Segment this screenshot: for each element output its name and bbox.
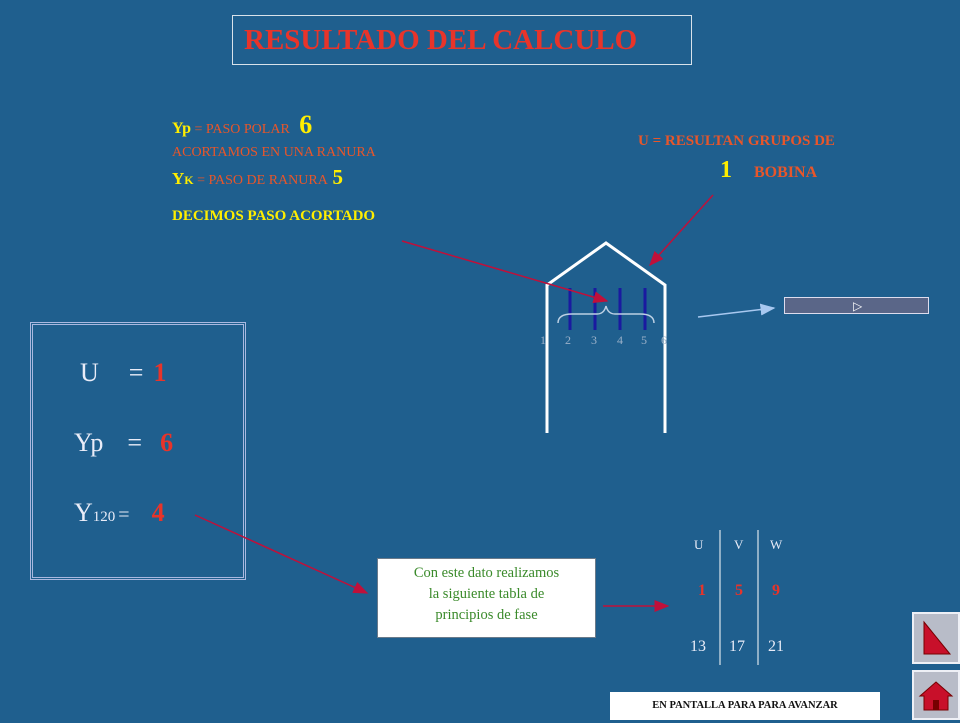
summary-y120-value: 4	[151, 498, 165, 527]
coil-frame	[545, 241, 667, 433]
summary-u-row: U = 1	[80, 358, 166, 388]
back-triangle-icon	[923, 620, 952, 655]
slot-number: 1	[540, 333, 546, 347]
slot-number: 2	[565, 333, 571, 347]
groups-unit: BOBINA	[754, 164, 818, 181]
summary-y120-y: Y	[74, 498, 93, 527]
table-cell: 5	[735, 582, 743, 599]
play-icon[interactable]: ▷	[853, 299, 863, 313]
yk-eq: = PASO DE RANURA	[193, 173, 331, 188]
back-button[interactable]	[912, 612, 960, 664]
summary-yp-eq: =	[127, 428, 143, 457]
slot-number: 6	[661, 333, 667, 347]
table-cell: 9	[772, 582, 780, 599]
table-cell: 21	[768, 638, 784, 655]
summary-box	[30, 322, 246, 580]
note-line-2: la siguiente tabla de	[428, 586, 545, 602]
summary-y120-eq: =	[118, 504, 130, 526]
home-button[interactable]	[912, 670, 960, 720]
yk-value: 5	[332, 165, 344, 189]
table-cell: 1	[698, 582, 706, 599]
decimos-text: DECIMOS PASO ACORTADO	[172, 208, 376, 224]
summary-u-eq: =	[128, 358, 144, 387]
summary-u-label: U	[80, 358, 99, 387]
media-player-bar[interactable]: ▷	[784, 297, 929, 314]
yp-value: 6	[299, 110, 313, 139]
table-header: U	[694, 537, 704, 552]
groups-count: 1	[720, 157, 732, 183]
slot-number: 3	[591, 333, 597, 347]
phase-table-grid	[719, 530, 759, 665]
summary-y120-row: Y120= 4	[74, 498, 165, 528]
yp-label: Yp	[172, 120, 191, 137]
y120-arrow	[194, 514, 369, 594]
table-header: V	[734, 537, 744, 552]
summary-u-value: 1	[153, 358, 167, 387]
yk-y: Y	[172, 169, 185, 188]
note-line-3: principios de fase	[435, 607, 538, 623]
home-icon	[918, 681, 954, 711]
note-line-1: Con este dato realizamos	[413, 565, 560, 581]
groups-line: U = RESULTAN GRUPOS DE	[638, 133, 835, 149]
summary-yp-row: Yp = 6	[74, 428, 173, 458]
slot-number: 4	[617, 333, 623, 347]
note-box: Con este dato realizamos la siguiente ta…	[377, 558, 596, 638]
table-cell: 17	[729, 638, 745, 655]
groups-arrow	[648, 194, 714, 267]
page-title: RESULTADO DEL CALCULO	[244, 24, 638, 56]
summary-yp-value: 6	[160, 428, 174, 457]
summary-yp-label: Yp	[74, 428, 104, 457]
summary-y120-sub: 120	[92, 509, 116, 525]
phase-table: U V W 1 5 9 13 17 21	[680, 530, 810, 670]
yp-eq: = PASO POLAR	[190, 122, 294, 137]
table-cell: 13	[690, 638, 706, 655]
title-box	[232, 15, 692, 65]
yk-k: K	[184, 173, 194, 187]
yk-line: YK = PASO DE RANURA 5	[172, 165, 343, 190]
yp-line: Yp = PASO POLAR 6	[172, 110, 312, 140]
acortado-arrow	[401, 240, 609, 303]
table-header: W	[770, 537, 783, 552]
slot-number: 5	[641, 333, 647, 347]
pitch-brace	[557, 305, 655, 324]
player-arrow	[697, 303, 776, 318]
footer-instruction: EN PANTALLA PARA PARA AVANZAR	[610, 692, 880, 720]
acortamos-text: ACORTAMOS EN UNA RANURA	[172, 145, 376, 160]
